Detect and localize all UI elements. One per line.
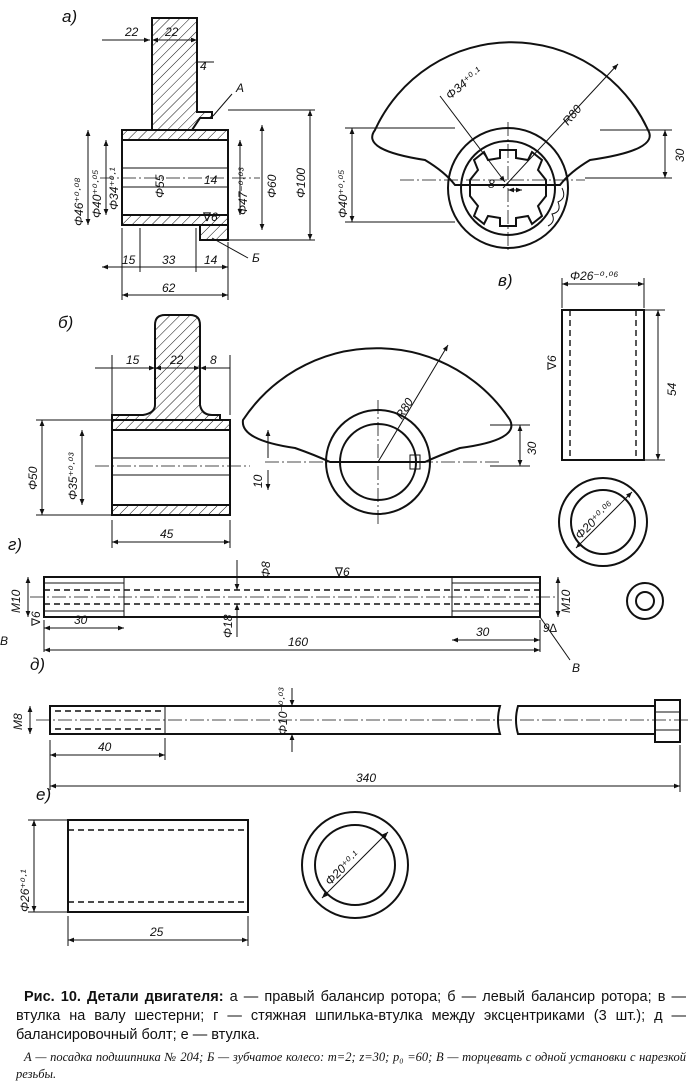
- view-v-label: в): [498, 271, 513, 290]
- view-e-sleeve: е) Φ26⁺⁰·¹ Φ20⁺⁰·¹ 25: [18, 785, 409, 946]
- dim-b-30: 30: [525, 441, 539, 455]
- dim-a-d40: Φ40⁺⁰·⁰⁵: [90, 170, 104, 218]
- dim-e-25: 25: [149, 925, 164, 939]
- dim-v-8: 8: [488, 177, 495, 191]
- dim-a-d46: Φ46⁺⁰·⁰⁸: [72, 177, 86, 226]
- view-e-label: е): [36, 785, 51, 804]
- gear-teeth: [547, 187, 565, 227]
- sleeve-e-end-outer: [301, 811, 409, 919]
- view-g-label: г): [8, 535, 22, 554]
- view-b-left-balancer: б) 15 22 8 Φ50 Φ35⁺⁰·⁰³ 45: [26, 313, 539, 548]
- dim-g-30-right: 30: [476, 625, 490, 639]
- dim-a-d34: Φ34⁺⁰·¹: [107, 167, 121, 210]
- view-d-balancing-bolt: д) M8 Φ10⁻⁰·⁰³ 40 340: [11, 655, 690, 792]
- balancer-sector-b: [241, 347, 513, 463]
- dim-a-22-right: 22: [164, 25, 179, 39]
- view-a-right-balancer-section: а) 22 22 4 А Φ46⁺⁰·⁰⁸ Φ40⁺: [62, 7, 315, 300]
- dim-g-160: 160: [288, 635, 308, 649]
- hub-upper-wall: [121, 129, 229, 141]
- view-b-label: б): [58, 313, 73, 332]
- dim-b-45: 45: [160, 527, 174, 541]
- balancer-web-section: [151, 17, 213, 131]
- dim-d-40: 40: [98, 740, 112, 754]
- dim-g-d8: Φ8: [259, 561, 273, 578]
- dim-a-62: 62: [162, 281, 176, 295]
- sleeve-top-right: Φ26⁻⁰·⁰⁶ ∇6 54 Φ20⁺⁰·⁰⁶: [545, 269, 679, 567]
- dim-a-22-left: 22: [124, 25, 139, 39]
- dim-a-d47: Φ47⁻⁰·⁰³: [236, 167, 250, 215]
- dim-zh-d26: Φ26⁻⁰·⁰⁶: [570, 269, 618, 283]
- finish-g-left: ∇6: [29, 611, 43, 627]
- left-hub-outline: [111, 419, 231, 516]
- dim-a-14-inner: 14: [204, 173, 218, 187]
- sleeve-side-outline: [561, 309, 645, 461]
- finish-g-top: ∇6: [334, 565, 350, 579]
- balancer-sector-v: [371, 41, 651, 186]
- dim-b-d50: Φ50: [26, 466, 40, 490]
- dim-a-d60: Φ60: [265, 174, 279, 198]
- dim-v-r80: R80: [560, 102, 585, 128]
- figure-caption: Рис. 10. Детали двигателя: а — правый ба…: [16, 988, 686, 1083]
- dim-e-d20: Φ20⁺⁰·¹: [322, 848, 362, 888]
- sleeve-e-end-inner: [314, 824, 396, 906]
- dim-zh-d20: Φ20⁺⁰·⁰⁶: [572, 498, 616, 542]
- dim-d-m8: M8: [11, 713, 25, 730]
- caption-main: Рис. 10. Детали двигателя: а — правый ба…: [16, 988, 686, 1045]
- bolt-head: [654, 699, 681, 743]
- caption-body: а — правый балансир ротора; б — левый ба…: [16, 989, 686, 1043]
- dim-v-d40: Φ40⁺⁰·⁰⁵: [336, 170, 350, 218]
- dim-zh-54: 54: [665, 382, 679, 396]
- view-v-front: в) Φ34⁺⁰·¹ R80 Φ40⁺⁰·⁰⁵ 8 30: [336, 41, 687, 290]
- finish-a: ∇6: [202, 210, 218, 224]
- stud-end-inner: [635, 591, 655, 611]
- dim-g-30-left: 30: [74, 613, 88, 627]
- dim-b-22: 22: [169, 353, 184, 367]
- dim-e-d26: Φ26⁺⁰·¹: [18, 869, 32, 912]
- dim-b-10: 10: [251, 474, 265, 488]
- dim-a-15: 15: [122, 253, 136, 267]
- caption-note: А — посадка подшипника № 204; Б — зубчат…: [16, 1050, 686, 1081]
- dim-g-m10-left: M10: [9, 589, 23, 613]
- finish-g-right: 9∆: [543, 621, 558, 635]
- dim-a-d100: Φ100: [294, 168, 308, 198]
- dim-v-d34: Φ34⁺⁰·¹: [443, 64, 485, 102]
- dim-g-d18: Φ18: [221, 614, 235, 638]
- dim-a-14-bottom: 14: [204, 253, 218, 267]
- sleeve-end-inner: [570, 489, 636, 555]
- dim-d-d10: Φ10⁻⁰·⁰³: [276, 687, 290, 735]
- sleeve-end-outer: [558, 477, 648, 567]
- dim-b-d35: Φ35⁺⁰·⁰³: [66, 452, 80, 500]
- dim-g-m10-right: M10: [559, 589, 573, 613]
- spline-profile: [469, 149, 547, 227]
- mark-b: Б: [252, 251, 260, 265]
- caption-lead: Рис. 10. Детали двигателя:: [24, 989, 224, 1005]
- mark-v-left: В: [0, 634, 8, 648]
- dim-v-30: 30: [673, 148, 687, 162]
- engine-parts-drawing: а) 22 22 4 А Φ46⁺⁰·⁰⁸ Φ40⁺: [0, 7, 690, 946]
- bolt-shank: [49, 705, 502, 735]
- finish-zh: ∇6: [545, 355, 559, 371]
- dim-b-r80: R80: [393, 395, 417, 421]
- gear-collar: [199, 224, 229, 241]
- view-g-tie-stud: г) M10 M10 ∇6 ∇6 Φ8 Φ18 30 30 160 В В 9∆: [0, 535, 664, 675]
- mark-a: А: [235, 81, 244, 95]
- sleeve-e-side: [67, 819, 249, 913]
- dim-a-d55: Φ55: [153, 174, 167, 198]
- mark-v-right: В: [572, 661, 580, 675]
- stud-end-outer: [626, 582, 664, 620]
- view-a-label: а): [62, 7, 77, 26]
- dim-b-8: 8: [210, 353, 217, 367]
- dim-d-340: 340: [356, 771, 376, 785]
- dim-a-33: 33: [162, 253, 176, 267]
- dim-b-15: 15: [126, 353, 140, 367]
- dim-a-4: 4: [200, 59, 207, 73]
- view-d-label: д): [30, 655, 45, 674]
